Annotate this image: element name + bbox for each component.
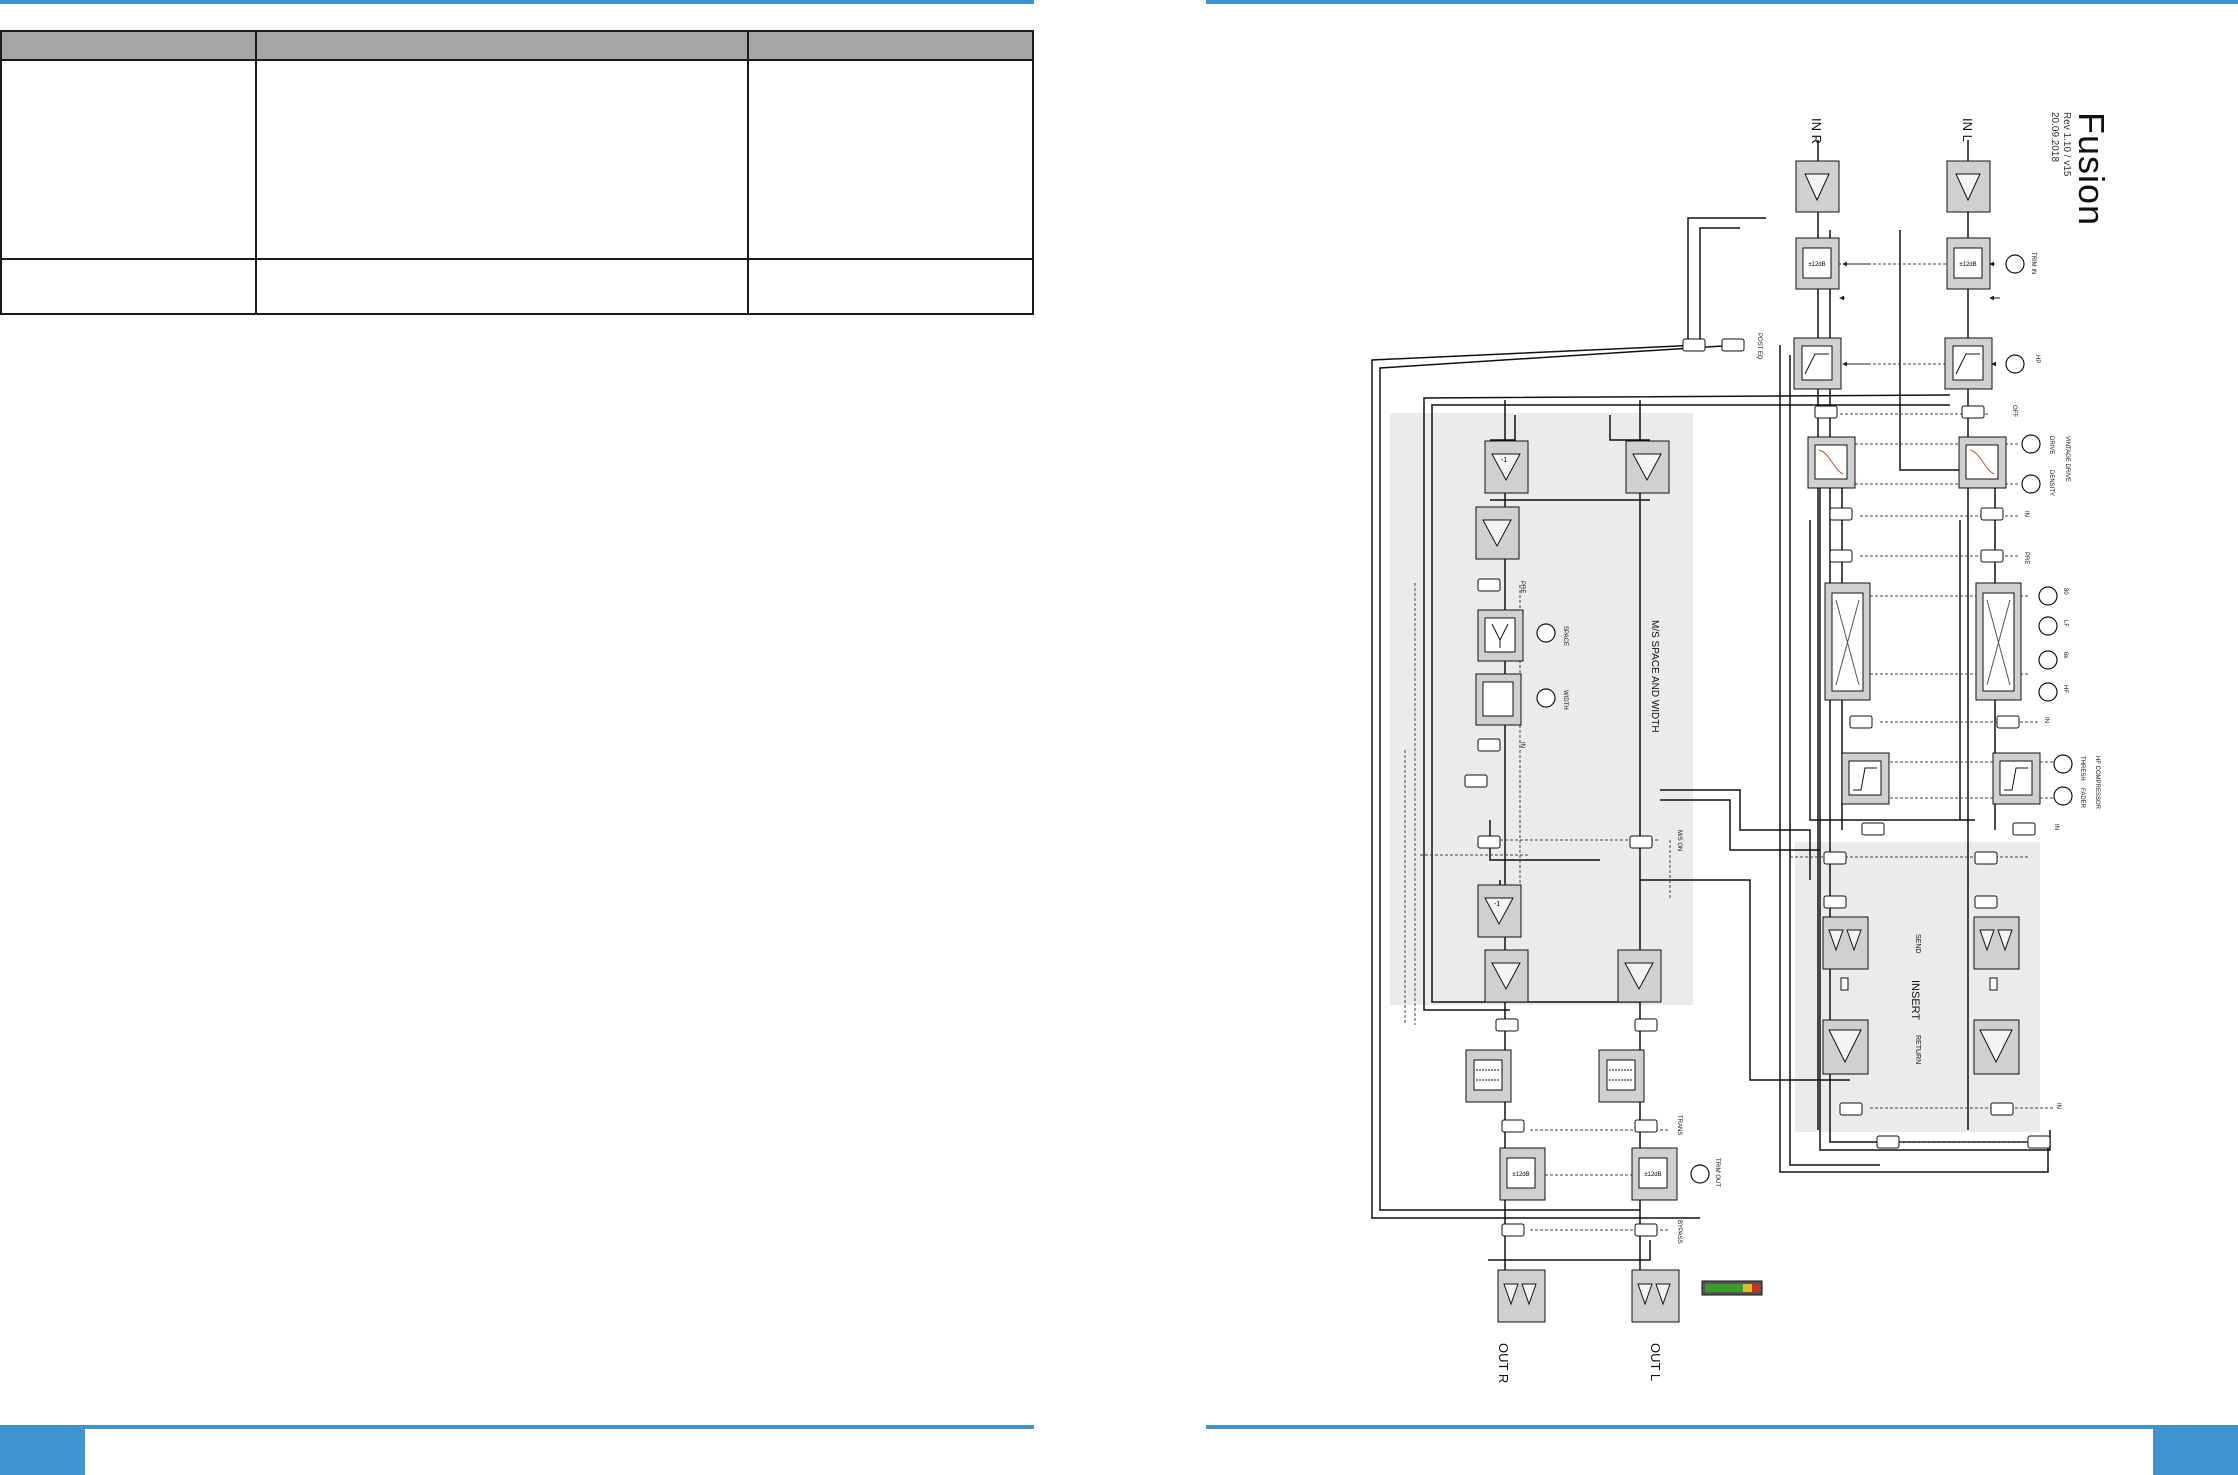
transformer-right <box>1598 1049 1645 1103</box>
control-arrows <box>1839 261 2000 367</box>
transformer-left <box>1465 1049 1512 1103</box>
width-processor <box>1475 673 1522 726</box>
svg-text:-1: -1 <box>1501 457 1507 464</box>
svg-text:TRIM OUT: TRIM OUT <box>1714 1158 1720 1187</box>
trim-out-gain-right: ±12dB <box>1631 1147 1678 1201</box>
table-column-divider <box>747 32 749 313</box>
eq-right <box>1824 582 1871 701</box>
switch-contacts <box>1464 338 2051 1237</box>
svg-text:±12dB: ±12dB <box>1644 1172 1661 1178</box>
svg-text:DENSITY: DENSITY <box>2048 470 2054 496</box>
return-label: RETURN <box>1914 1035 1921 1064</box>
ms-decode-sum-right <box>1617 949 1662 1003</box>
svg-text:TRIM IN: TRIM IN <box>2030 252 2036 274</box>
output-right-label: OUT R <box>1496 1343 1511 1383</box>
svg-text:±12dB: ±12dB <box>1959 262 1976 268</box>
svg-text:6k: 6k <box>2062 652 2068 659</box>
left-page-top-rule <box>0 0 1034 4</box>
send-label: SEND <box>1914 934 1921 953</box>
svg-text:THRESH: THRESH <box>2079 756 2085 781</box>
svg-text:IN: IN <box>2055 1103 2061 1109</box>
trim-in-gain-right: ±12dB <box>1795 237 1840 290</box>
input-buffer-right <box>1795 160 1840 213</box>
eq-left <box>1975 582 2022 701</box>
ms-sum-left <box>1475 506 1520 560</box>
insert-return-left <box>1973 1019 2020 1075</box>
insert-return-right <box>1822 1019 1869 1075</box>
svg-text:-1: -1 <box>1494 901 1500 908</box>
svg-text:HF: HF <box>2062 685 2068 693</box>
svg-text:DRIVE: DRIVE <box>2048 436 2054 454</box>
output-level-meter <box>1701 1280 1763 1296</box>
svg-text:IN: IN <box>2053 824 2059 830</box>
vintage-drive-right <box>1807 436 1856 489</box>
svg-text:M/S ON: M/S ON <box>1676 830 1682 851</box>
svg-text:80: 80 <box>2062 588 2068 595</box>
svg-text:BYPASS: BYPASS <box>1676 1220 1682 1244</box>
left-page-bottom-rule <box>0 1425 1034 1429</box>
svg-text:PRE: PRE <box>2023 552 2029 564</box>
svg-text:IN: IN <box>1519 742 1525 748</box>
ms-section-region <box>1390 413 1693 1005</box>
spec-table <box>0 30 1034 315</box>
table-row-divider <box>2 258 1032 260</box>
insert-jack-left <box>1989 977 1998 991</box>
ms-decode-invert: -1 <box>1477 884 1522 938</box>
input-right-label: IN R <box>1809 118 1824 144</box>
output-driver-left <box>1497 1269 1546 1323</box>
right-page-top-rule <box>1206 0 2238 4</box>
ms-invert-left: -1 <box>1484 440 1529 494</box>
vintage-drive-left <box>1958 436 2007 489</box>
trim-out-gain-left: ±12dB <box>1499 1147 1546 1201</box>
space-processor <box>1477 609 1524 662</box>
hf-compressor-right <box>1841 752 1890 805</box>
output-left-label: OUT L <box>1648 1343 1663 1381</box>
ms-decode-sum-left <box>1484 949 1529 1003</box>
ms-sum-right <box>1625 440 1670 494</box>
input-left-label: IN L <box>1960 118 1975 142</box>
highpass-filter-right <box>1793 337 1842 390</box>
input-buffer-left <box>1946 160 1991 213</box>
ms-section-label: M/S SPACE AND WIDTH <box>1649 620 1660 733</box>
diagram-labels: IN R IN L OUT R OUT L M/S SPACE AND WIDT… <box>1496 118 2100 1383</box>
insert-send-right <box>1822 916 1869 970</box>
right-page-bottom-rule <box>1206 1425 2238 1429</box>
svg-text:IN: IN <box>2023 511 2029 517</box>
table-header-row <box>2 32 1032 61</box>
insert-send-left <box>1973 916 2020 970</box>
right-page-number-tab <box>2153 1429 2238 1475</box>
svg-text:OFF: OFF <box>2011 405 2017 417</box>
svg-text:±12dB: ±12dB <box>1512 1172 1529 1178</box>
svg-text:FADER: FADER <box>2079 788 2085 809</box>
insert-jack-right <box>1840 977 1849 991</box>
svg-text:HP: HP <box>2034 355 2040 363</box>
output-driver-right <box>1631 1269 1680 1323</box>
svg-text:LF: LF <box>2062 620 2068 627</box>
hf-compressor-left <box>1992 752 2041 805</box>
left-page-number-tab <box>0 1429 85 1475</box>
svg-text:TRANS: TRANS <box>1676 1115 1682 1135</box>
highpass-filter-left <box>1944 337 1993 390</box>
svg-text:VINTAGE DRIVE: VINTAGE DRIVE <box>2064 436 2070 482</box>
control-knobs <box>1536 254 2073 1184</box>
svg-text:PRE: PRE <box>1519 581 1525 593</box>
svg-text:±12dB: ±12dB <box>1808 262 1825 268</box>
table-column-divider <box>255 32 257 313</box>
svg-text:IN: IN <box>2043 717 2049 723</box>
insert-section-region <box>1795 842 2040 1132</box>
svg-text:WIDTH: WIDTH <box>1562 690 1568 710</box>
svg-text:POST EQ: POST EQ <box>1756 333 1762 360</box>
svg-text:HF COMPRESSOR: HF COMPRESSOR <box>2094 756 2100 810</box>
trim-in-gain-left: ±12dB <box>1946 237 1991 290</box>
svg-text:SPACE: SPACE <box>1562 626 1568 646</box>
insert-section-label: INSERT <box>1909 980 1921 1020</box>
